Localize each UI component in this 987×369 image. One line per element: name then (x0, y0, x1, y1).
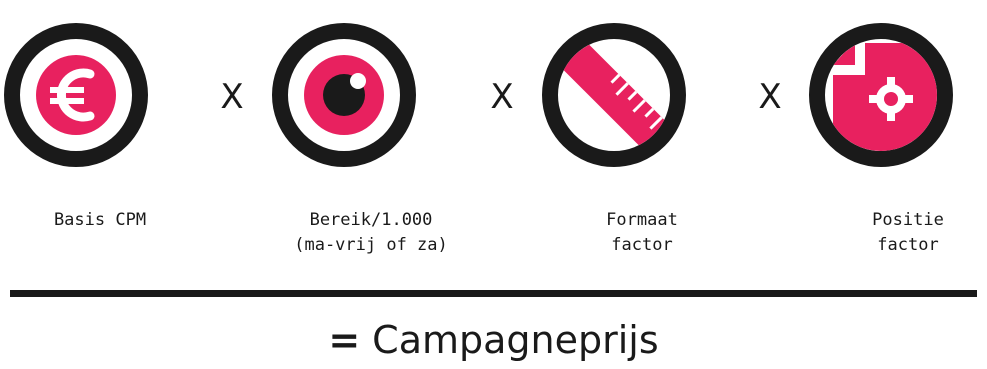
factor-label-basis-cpm: Basis CPM (10, 208, 190, 233)
factor-label-line: factor (611, 235, 673, 255)
factor-label-line: (ma-vrij of za) (294, 235, 448, 255)
ruler-icon (558, 39, 670, 151)
multiply-sign-3: X (758, 77, 782, 117)
factor-label-formaat: Formaat factor (552, 208, 732, 258)
factor-label-line: Formaat (606, 210, 678, 230)
multiply-sign-2: X (490, 77, 514, 117)
factor-label-line: Basis CPM (53, 210, 147, 230)
factor-label-line: Bereik/1.000 (309, 210, 433, 230)
multiply-sign-1: X (220, 77, 244, 117)
result-line: =Campagneprijs (0, 318, 987, 362)
factor-label-line: factor (877, 235, 939, 255)
eye-icon (304, 55, 384, 135)
euro-icon (36, 55, 116, 135)
bereik-ring (272, 23, 416, 167)
equals-sign: = (328, 318, 361, 362)
equation-divider (10, 290, 977, 297)
factor-label-line: Positie (872, 210, 944, 230)
positie-ring (809, 23, 953, 167)
factor-label-bereik: Bereik/1.000 (ma-vrij of za) (281, 208, 461, 258)
basis-cpm-ring (4, 23, 148, 167)
result-label: Campagneprijs (372, 318, 659, 362)
target-document-icon (833, 43, 937, 151)
factor-label-positie: Positie factor (818, 208, 987, 258)
formaat-ring (542, 23, 686, 167)
